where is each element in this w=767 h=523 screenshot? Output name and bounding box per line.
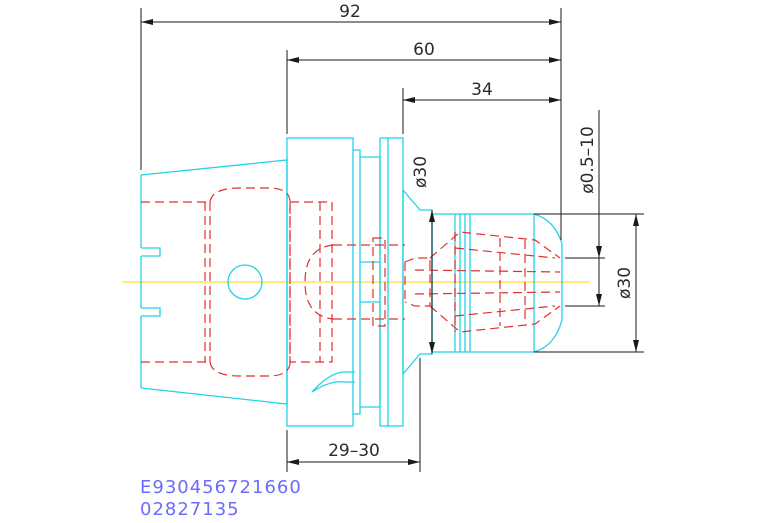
part-code: E930456721660 bbox=[140, 477, 302, 498]
tool-holder-outline bbox=[140, 137, 563, 427]
dimension-lines bbox=[140, 8, 644, 472]
dim-collet-diameter: ø30 bbox=[615, 267, 635, 299]
dim-nut-diameter: ø30 bbox=[411, 156, 431, 188]
dim-overall-length: 92 bbox=[339, 2, 361, 22]
dimension-arrows bbox=[141, 19, 639, 465]
dim-nut-length: 34 bbox=[471, 80, 493, 100]
dim-flange-to-end: 60 bbox=[413, 40, 435, 60]
dim-gauge-length: 29–30 bbox=[328, 441, 380, 461]
serial-number: 02827135 bbox=[140, 499, 240, 520]
dim-clamping-range: ø0.5–10 bbox=[578, 126, 598, 194]
hidden-lines bbox=[141, 187, 561, 377]
